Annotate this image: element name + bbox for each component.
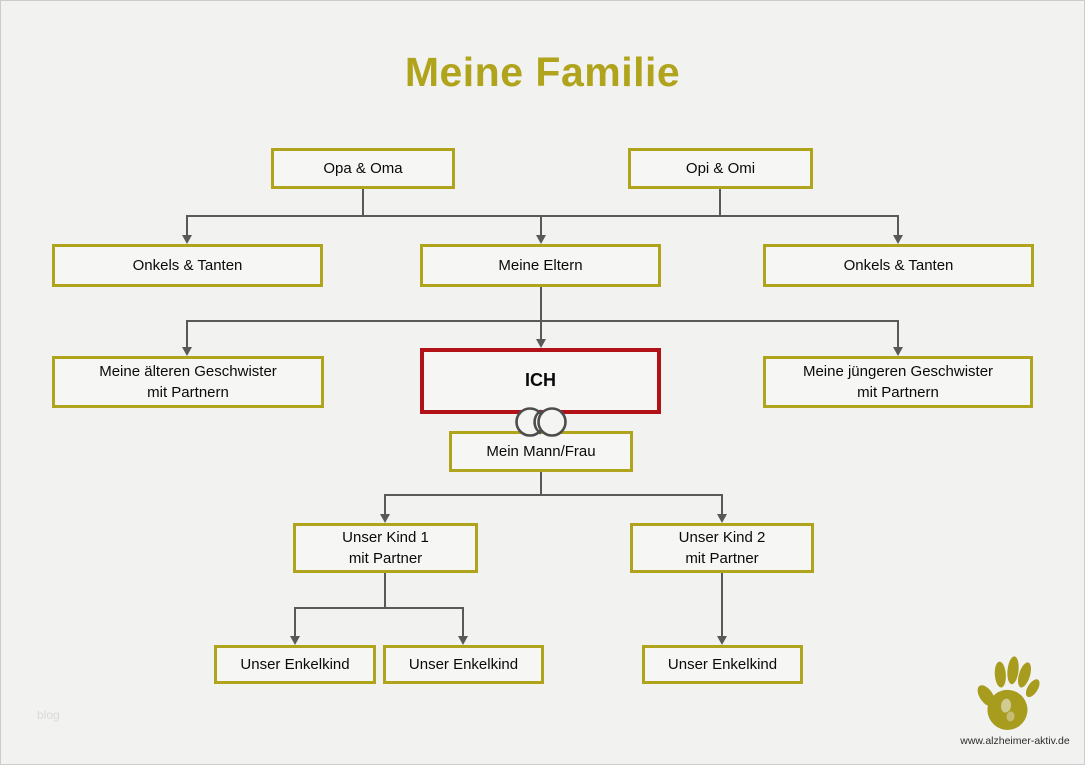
arrowhead-down-icon <box>893 347 903 356</box>
wedding-rings-icon <box>515 407 567 437</box>
arrowhead-down-icon <box>536 339 546 348</box>
arrowhead-down-icon <box>290 636 300 645</box>
node-enkelkind-3: Unser Enkelkind <box>642 645 803 684</box>
connector-line <box>295 607 464 609</box>
arrowhead-down-icon <box>536 235 546 244</box>
arrowhead-down-icon <box>717 636 727 645</box>
node-enkelkind-2: Unser Enkelkind <box>383 645 544 684</box>
connector-line <box>187 215 899 217</box>
node-opa-oma: Opa & Oma <box>271 148 455 189</box>
node-kind-2: Unser Kind 2 mit Partner <box>630 523 814 573</box>
node-kind-1: Unser Kind 1 mit Partner <box>293 523 478 573</box>
connector-line <box>897 215 899 237</box>
connector-line <box>721 573 723 637</box>
connector-line <box>385 494 723 496</box>
connector-line <box>186 215 188 237</box>
arrowhead-down-icon <box>717 514 727 523</box>
connector-line <box>721 494 723 515</box>
connector-line <box>362 189 364 217</box>
arrowhead-down-icon <box>458 636 468 645</box>
blog-watermark: blog <box>37 708 60 722</box>
node-mann-frau: Mein Mann/Frau <box>449 431 633 472</box>
arrowhead-down-icon <box>380 514 390 523</box>
arrowhead-down-icon <box>182 347 192 356</box>
connector-line <box>897 320 899 348</box>
handprint-logo-icon <box>977 656 1040 730</box>
arrowhead-down-icon <box>893 235 903 244</box>
node-onkels-tanten-rechts: Onkels & Tanten <box>763 244 1034 287</box>
connector-line <box>294 607 296 637</box>
node-opi-omi: Opi & Omi <box>628 148 813 189</box>
connector-line <box>540 472 542 496</box>
connector-line <box>187 320 899 322</box>
website-url: www.alzheimer-aktiv.de <box>960 735 1070 747</box>
connector-line <box>540 287 542 321</box>
connector-line <box>540 215 542 237</box>
node-enkelkind-1: Unser Enkelkind <box>214 645 376 684</box>
connector-line <box>384 494 386 515</box>
node-meine-eltern: Meine Eltern <box>420 244 661 287</box>
node-ich: ICH <box>420 348 661 414</box>
node-onkels-tanten-links: Onkels & Tanten <box>52 244 323 287</box>
page-title: Meine Familie <box>404 49 681 95</box>
connector-line <box>462 607 464 637</box>
node-juengere-geschwister: Meine jüngeren Geschwister mit Partnern <box>763 356 1033 408</box>
connector-line <box>719 189 721 217</box>
connector-line <box>186 320 188 348</box>
node-aeltere-geschwister: Meine älteren Geschwister mit Partnern <box>52 356 324 408</box>
arrowhead-down-icon <box>182 235 192 244</box>
connector-line <box>540 320 542 340</box>
connector-line <box>384 573 386 609</box>
